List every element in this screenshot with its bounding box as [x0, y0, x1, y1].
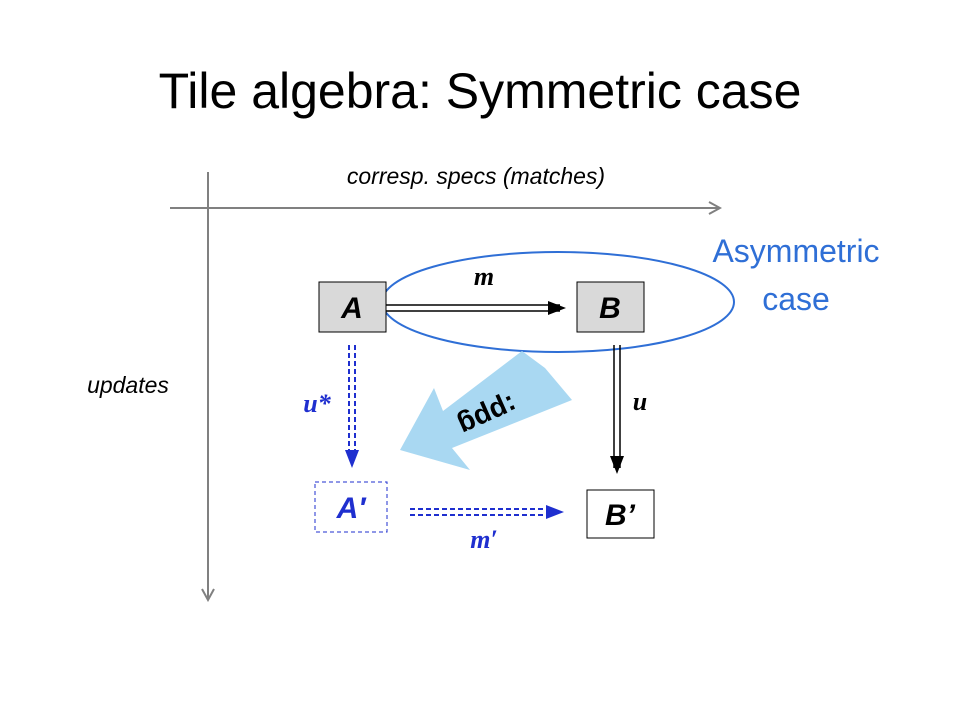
asymmetric-case-label-line1: Asymmetric [712, 233, 879, 269]
node-a: A [318, 281, 387, 333]
arrow-m-label: m [474, 262, 494, 291]
asymmetric-case-ellipse [381, 251, 735, 353]
arrow-u-star [345, 345, 359, 468]
node-b-prime: B’ [586, 489, 655, 539]
node-b: B [576, 281, 645, 333]
arrow-m [386, 301, 566, 315]
ppg-arrow: :ppg [400, 351, 572, 470]
asymmetric-case-label-line2: case [762, 281, 830, 317]
arrow-u-label: u [633, 387, 647, 416]
arrow-m-prime-label: m′ [470, 525, 498, 554]
arrow-m-prime [410, 505, 564, 519]
node-b-label: B [599, 292, 621, 325]
vertical-axis-label: updates [87, 372, 169, 398]
arrow-u-star-label: u* [303, 389, 331, 418]
horizontal-axis-label: corresp. specs (matches) [347, 163, 605, 189]
node-a-label: A [340, 292, 363, 325]
node-a-prime: A′ [314, 481, 388, 533]
node-a-prime-label: A′ [336, 492, 368, 525]
page-title: Tile algebra: Symmetric case [159, 63, 802, 119]
arrow-u [610, 345, 624, 474]
node-b-prime-label: B’ [605, 499, 636, 532]
